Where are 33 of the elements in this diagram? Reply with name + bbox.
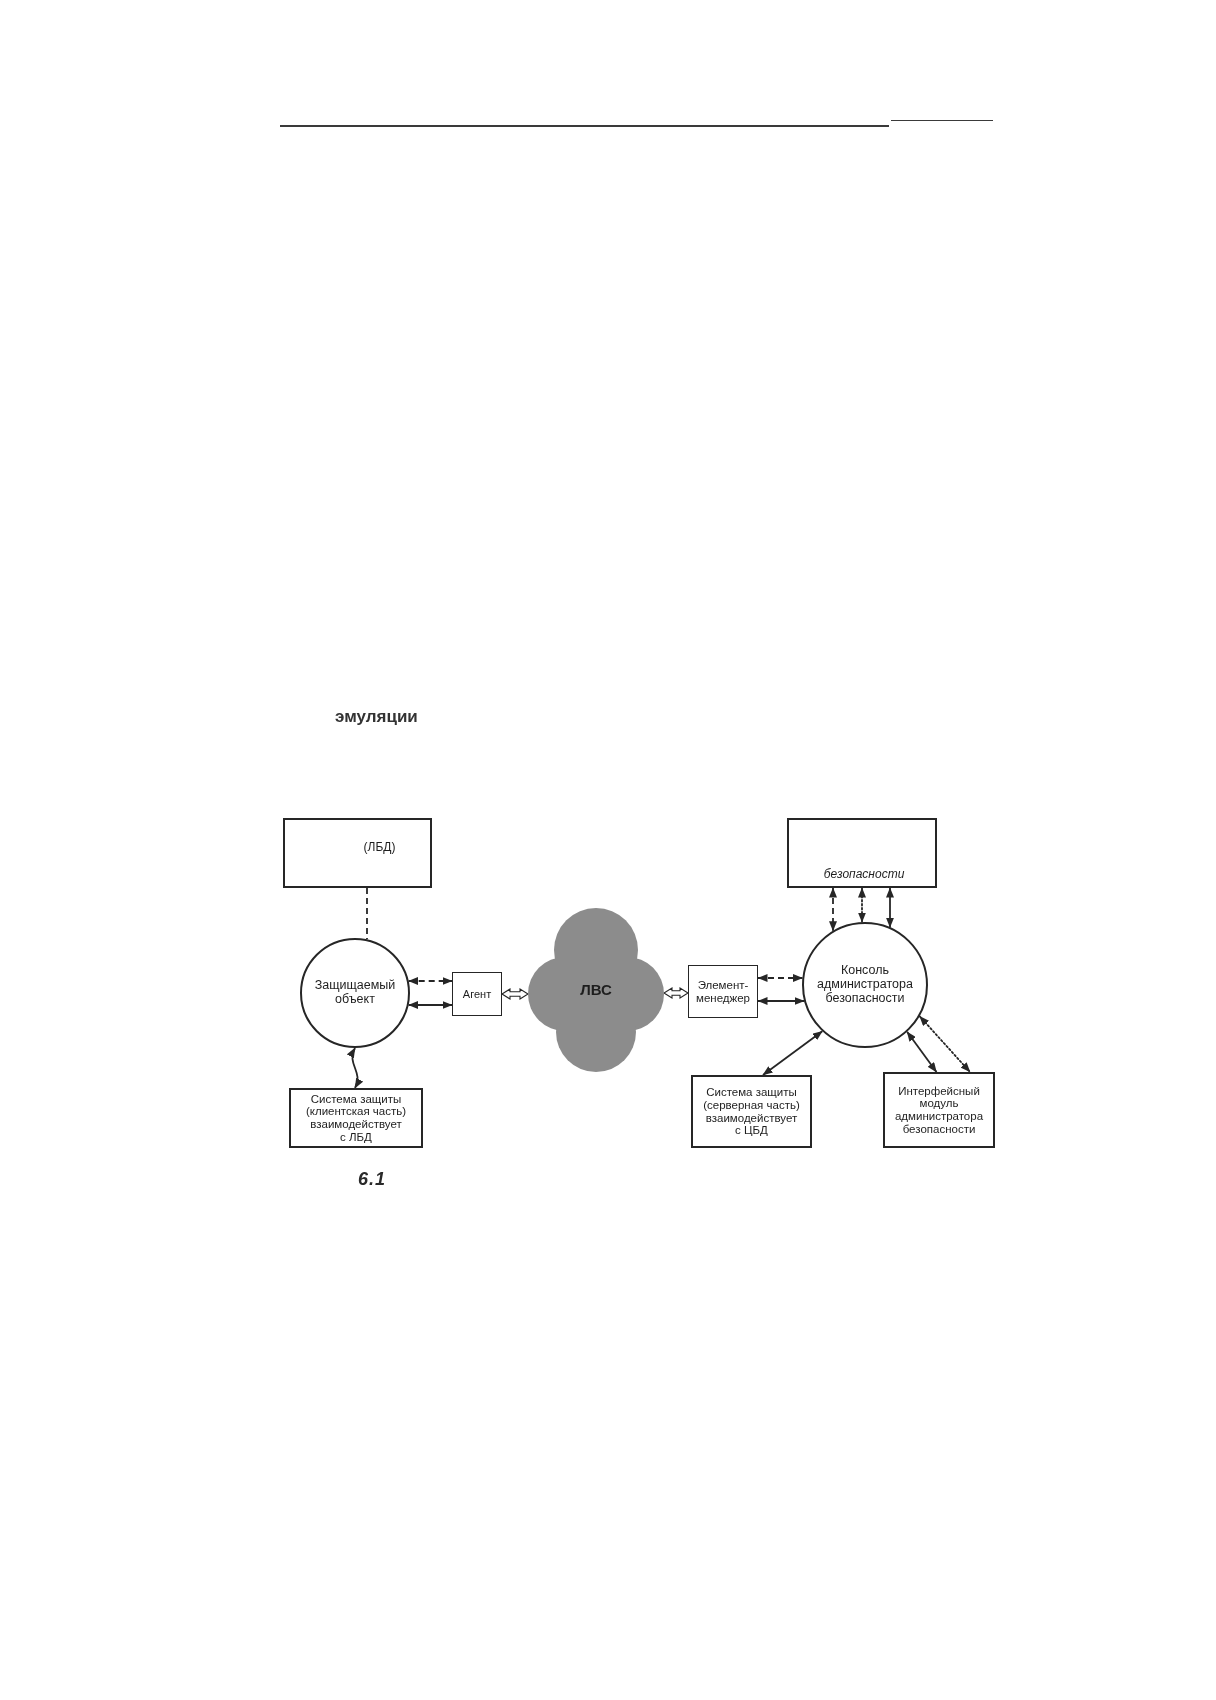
- figure-caption: 6.1: [358, 1169, 387, 1190]
- arrow: [407, 977, 453, 985]
- process-box: [883, 1072, 995, 1148]
- process-box: [787, 818, 937, 888]
- arrow: [762, 1030, 824, 1076]
- node-label: Интерфейсный модуль администратора безопасности: [893, 1084, 985, 1136]
- process-box: [688, 965, 758, 1018]
- process-box: [452, 972, 502, 1016]
- arrow: [906, 1030, 938, 1073]
- arrow: [829, 887, 837, 932]
- node-label: Система защиты (серверная часть) взаимодействует с ЦБД: [702, 1086, 801, 1137]
- node-label: ЛВС: [580, 981, 612, 999]
- section-heading: эмуляции: [335, 707, 418, 727]
- process-box: [691, 1075, 812, 1148]
- node-label: Элемент-менеджер: [695, 978, 751, 1005]
- arrow: [757, 974, 804, 982]
- node-label: Система защиты (клиентская часть) взаимодействует с ЛБД: [304, 1092, 408, 1144]
- node-label: Защищаемый объект: [313, 979, 397, 1007]
- node-label: Агент: [462, 987, 492, 1001]
- arrow: [858, 887, 866, 923]
- arrow: [886, 887, 894, 929]
- double-arrow: [662, 987, 690, 999]
- node-label: (ЛБД): [363, 841, 396, 855]
- arrow: [757, 997, 805, 1005]
- arrow: [347, 1047, 363, 1089]
- node-label: Консоль администратора безопасности: [816, 964, 914, 1006]
- arrow: [918, 1015, 971, 1073]
- connector-line: [366, 887, 368, 941]
- arrow: [407, 1001, 453, 1009]
- node-label: безопасности: [823, 867, 905, 881]
- process-box: [289, 1088, 423, 1148]
- double-arrow: [500, 988, 530, 1000]
- process-box: [283, 818, 432, 888]
